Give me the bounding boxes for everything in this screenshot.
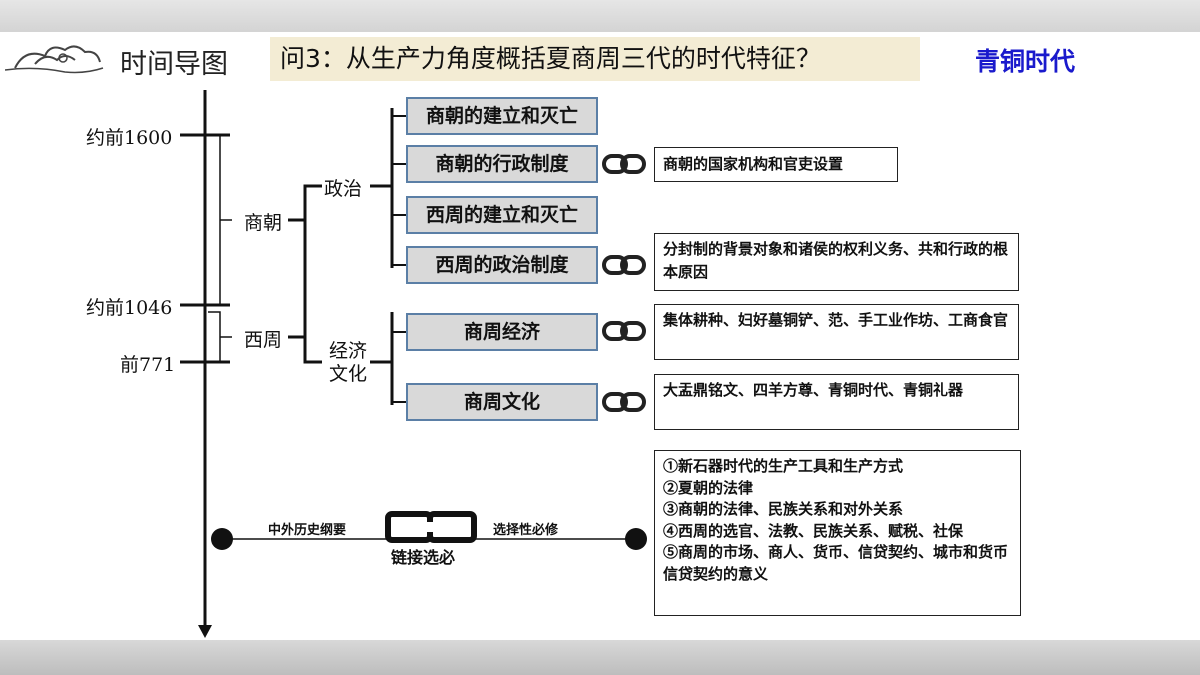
list-item: ⑤商周的市场、商人、货币、信贷契约、城市和货币信贷契约的意义 [663,543,1009,583]
link-icon [602,154,646,174]
detail-box: 大盂鼎铭文、四羊方尊、青铜时代、青铜礼器 [654,374,1019,430]
list-item: ③商朝的法律、民族关系和对外关系 [663,500,904,518]
topic-box: 西周的建立和灭亡 [406,196,598,234]
detail-box: 分封制的背景对象和诸侯的权利义务、共和行政的根本原因 [654,233,1019,291]
footer-background [0,640,1200,675]
link-right-label: 选择性必修 [493,523,559,538]
period-label: 商朝 [244,212,283,234]
topic-box: 商朝的建立和灭亡 [406,97,598,135]
detail-box: 集体耕种、妇好墓铜铲、范、手工业作坊、工商食官 [654,304,1019,360]
question-banner: 问3：从生产力角度概括夏商周三代的时代特征？ [270,37,920,81]
list-item: ①新石器时代的生产工具和生产方式 [663,457,904,475]
answer-text: 青铜时代 [975,47,1076,76]
list-item: ④西周的选官、法教、民族关系、赋税、社保 [663,521,964,540]
topic-box: 商朝的行政制度 [406,145,598,183]
date-label: 约前1600 [86,127,173,149]
link-left-label: 中外历史纲要 [268,523,347,538]
period-label: 西周 [244,329,283,351]
list-item: ②夏朝的法律 [663,478,754,497]
date-label: 前771 [120,354,176,376]
link-icon [602,321,646,341]
elective-list: ①新石器时代的生产工具和生产方式 ②夏朝的法律 ③商朝的法律、民族关系和对外关系… [654,450,1021,616]
link-icon [602,392,646,412]
link-title: 链接选必 [391,548,456,567]
detail-box: 商朝的国家机构和官吏设置 [654,147,898,182]
branch-label: 政治 [324,178,363,200]
topic-box: 商周文化 [406,383,598,421]
link-icon [602,255,646,275]
topic-box: 西周的政治制度 [406,246,598,284]
branch-label: 经济 文化 [328,340,367,385]
cloud-logo-icon [5,45,104,74]
page-title: 时间导图 [120,49,228,80]
topic-box: 商周经济 [406,313,598,351]
date-label: 约前1046 [86,297,173,319]
